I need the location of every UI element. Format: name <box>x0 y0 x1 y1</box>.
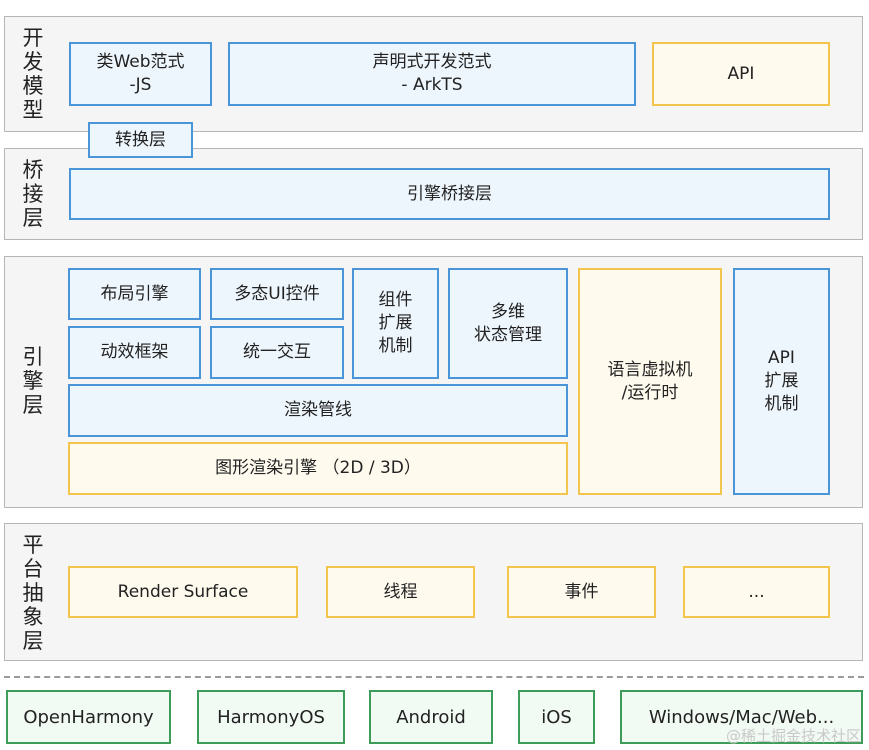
graphics-engine-box: 图形渲染引擎 （2D / 3D） <box>68 442 568 495</box>
api-box: API <box>652 42 830 106</box>
thread-box: 线程 <box>326 566 475 618</box>
platform-harmonyos: HarmonyOS <box>197 690 345 744</box>
platform-ios: iOS <box>518 690 595 744</box>
declarative-paradigm-box: 声明式开发范式 - ArkTS <box>228 42 636 106</box>
web-paradigm-box: 类Web范式 -JS <box>69 42 212 106</box>
platform-android: Android <box>369 690 493 744</box>
polymorphic-ui-box: 多态UI控件 <box>210 268 344 320</box>
render-pipeline-box: 渲染管线 <box>68 384 568 437</box>
language-vm-box: 语言虚拟机 /运行时 <box>578 268 722 495</box>
platform-desktop-web: Windows/Mac/Web... <box>620 690 863 744</box>
conversion-layer-box: 转换层 <box>88 122 193 158</box>
unified-interaction-box: 统一交互 <box>210 326 344 379</box>
engine-layer-label: 引擎层 <box>22 345 44 417</box>
platform-openharmony: OpenHarmony <box>6 690 171 744</box>
render-surface-box: Render Surface <box>68 566 298 618</box>
platform-separator <box>4 676 864 678</box>
dev-model-layer-label: 开发模型 <box>22 26 44 122</box>
animation-box: 动效框架 <box>68 326 201 379</box>
event-box: 事件 <box>507 566 656 618</box>
api-extension-box: API 扩展 机制 <box>733 268 830 495</box>
layout-engine-box: 布局引擎 <box>68 268 201 320</box>
more-box: ... <box>683 566 830 618</box>
bridge-layer-label: 桥接层 <box>22 158 44 230</box>
multi-state-box: 多维 状态管理 <box>448 268 568 379</box>
component-extension-box: 组件 扩展 机制 <box>352 268 439 379</box>
platform-layer-label: 平台抽象层 <box>22 533 44 653</box>
watermark: @稀土掘金技术社区 <box>725 727 861 745</box>
engine-bridge-box: 引擎桥接层 <box>69 168 830 220</box>
